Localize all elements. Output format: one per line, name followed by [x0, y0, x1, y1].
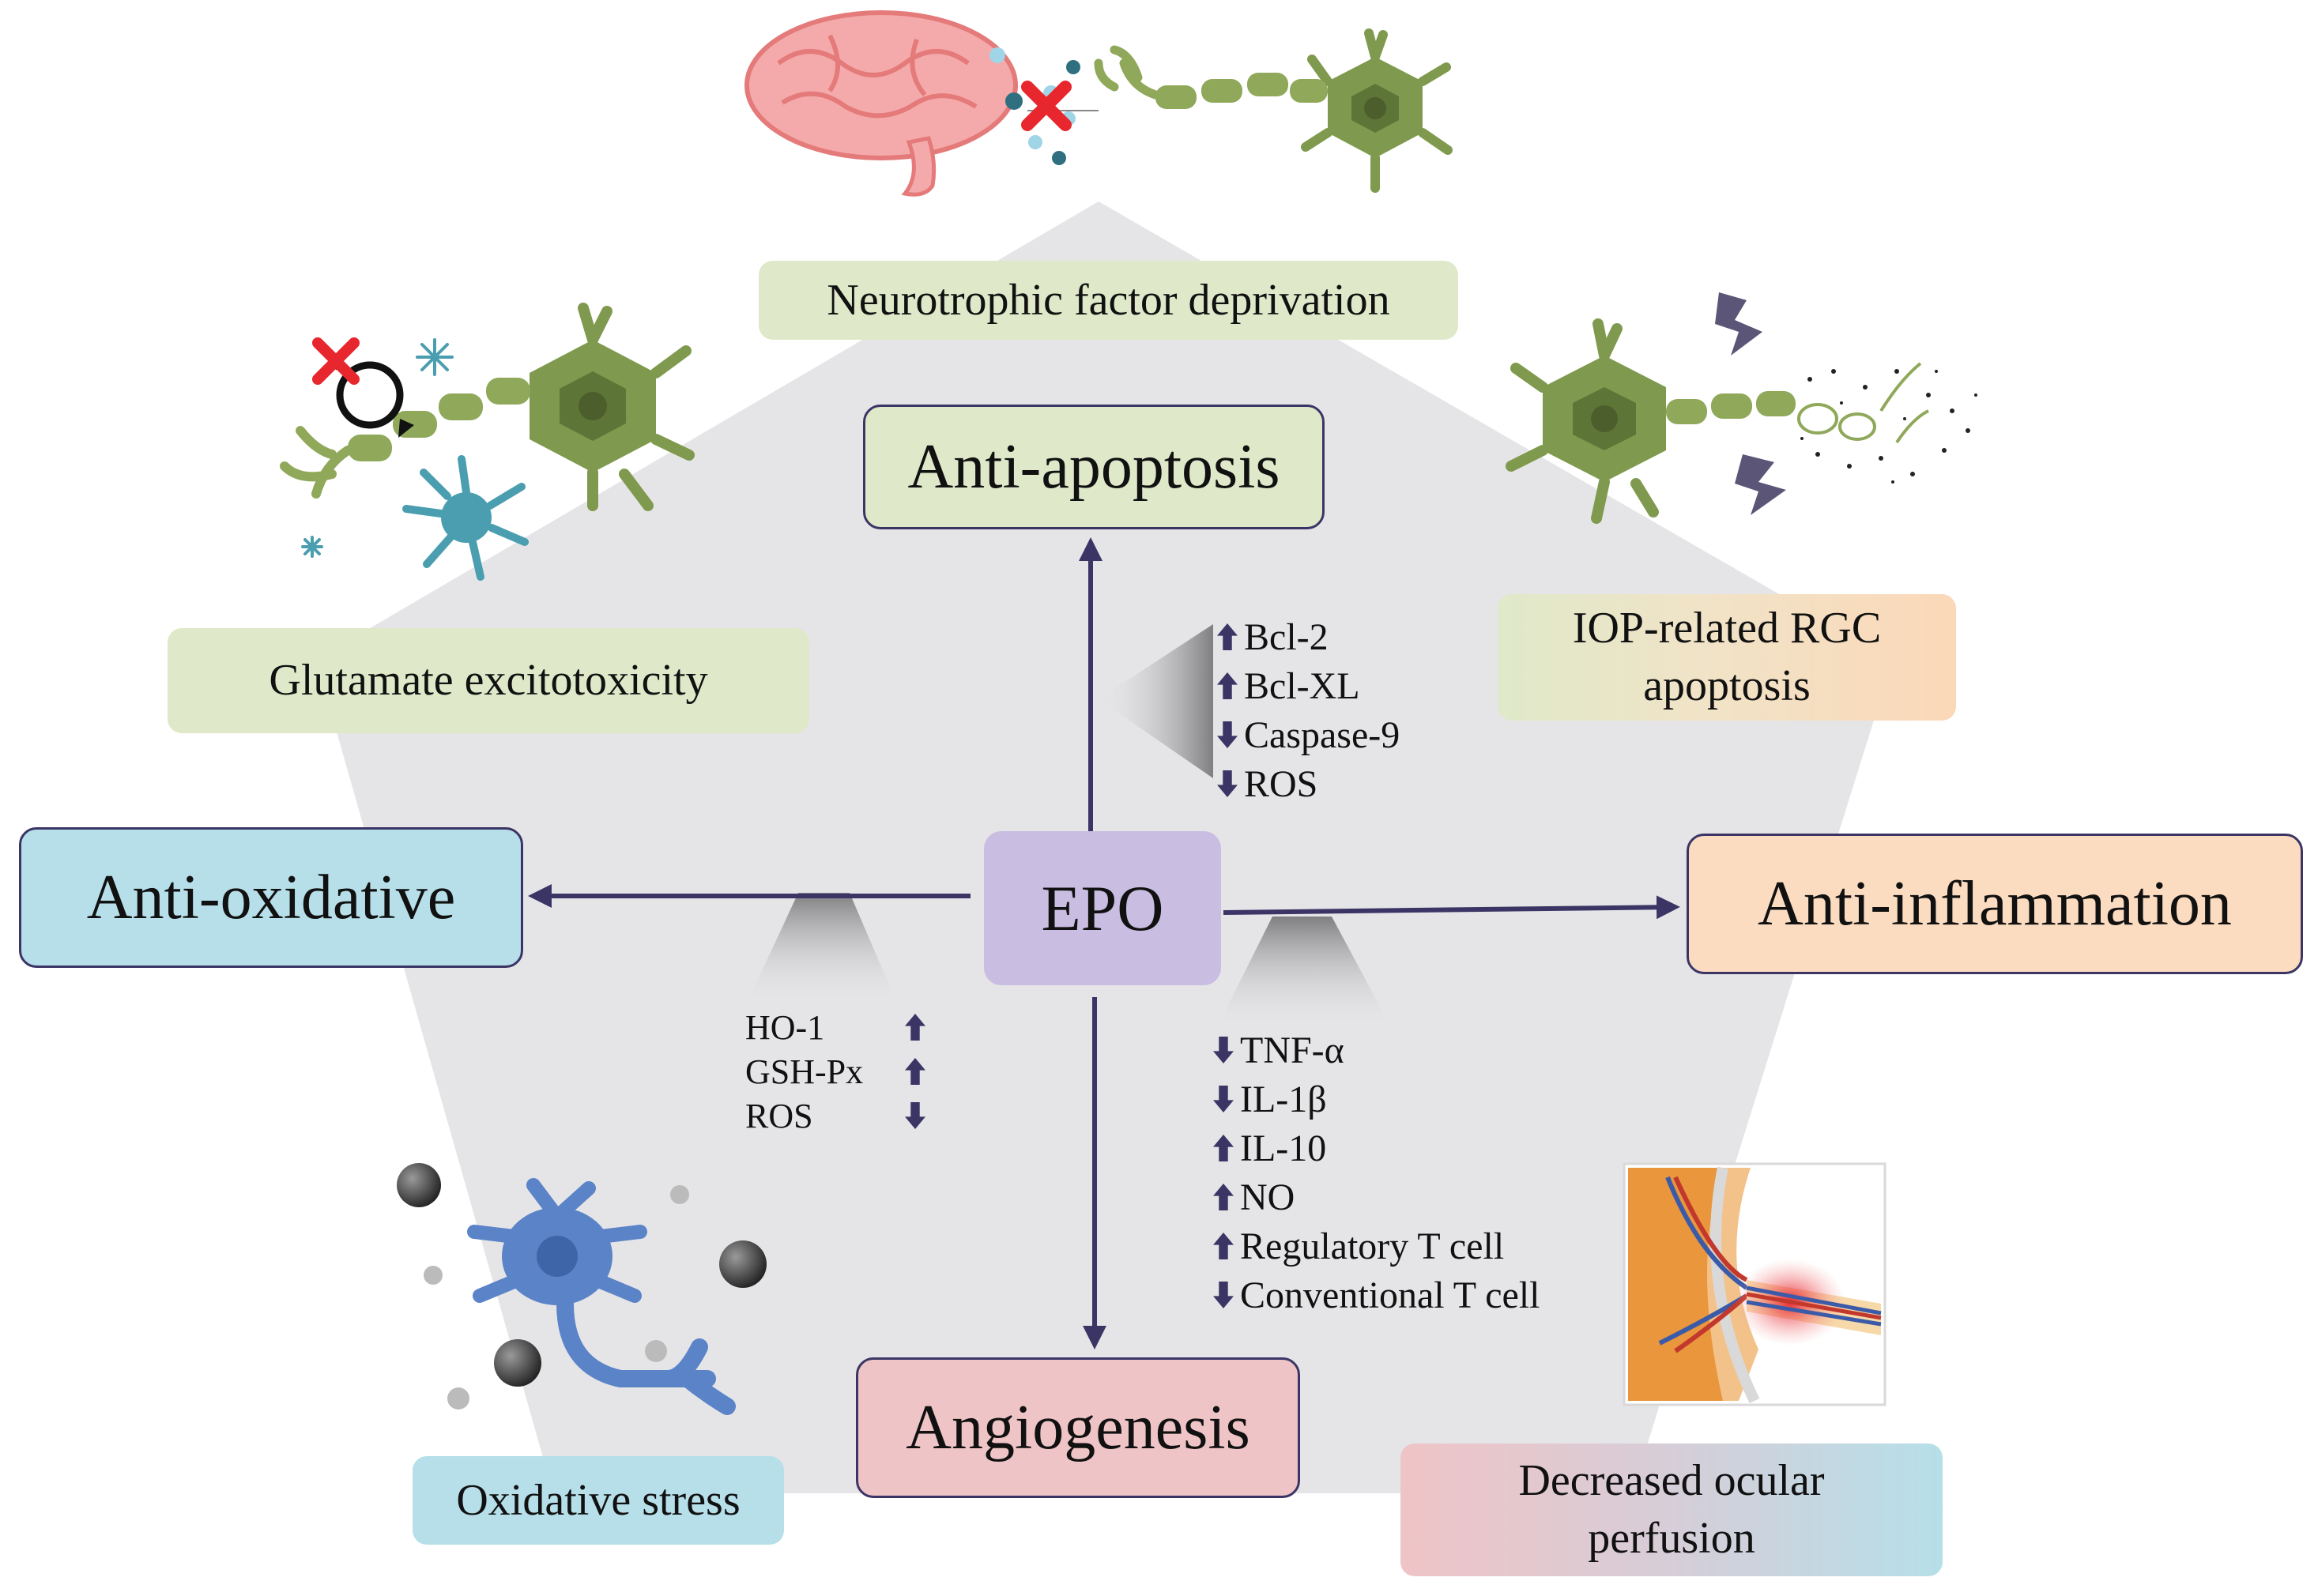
marker-name: Conventional T cell — [1240, 1274, 1540, 1316]
marker-name: HO-1 — [745, 1007, 825, 1047]
brain-icon — [744, 10, 1018, 197]
anti-apoptosis-label: Anti-apoptosis — [907, 431, 1280, 502]
arrow-to-anti-inflammation — [1223, 895, 1680, 920]
marker-name: IL-1β — [1240, 1078, 1327, 1120]
marker-name: Bcl-XL — [1244, 664, 1360, 707]
marker-direction-arrow-icon — [905, 1058, 925, 1085]
marker-direction-arrow-icon — [905, 1102, 925, 1129]
marker-name: Caspase-9 — [1244, 713, 1400, 756]
lightning-icons — [1715, 292, 1786, 515]
marker-name: Regulatory T cell — [1240, 1225, 1505, 1267]
ocular-perfusion-image — [1623, 1162, 1886, 1406]
oxidative-stress-box: Oxidative stress — [413, 1456, 784, 1545]
marker-row: GSH-Px — [745, 1049, 932, 1093]
anti-oxidative-marker-list: HO-1 GSH-Px ROS — [745, 1005, 932, 1138]
marker-row: HO-1 — [745, 1005, 932, 1049]
free-radical-particles — [397, 1163, 767, 1410]
marker-row: Conventional T cell — [1213, 1270, 1540, 1319]
ocular-label-line1: Decreased ocular — [1518, 1456, 1825, 1506]
anti-inflammation-label: Anti-inflammation — [1758, 868, 2232, 939]
oxidative-stress-label: Oxidative stress — [456, 1475, 741, 1525]
marker-row: Caspase-9 — [1217, 710, 1400, 759]
oxidative-marker-fan — [747, 893, 897, 1003]
marker-direction-arrow-icon — [1217, 721, 1238, 748]
anti-inflammation-box: Anti-inflammation — [1687, 834, 2303, 974]
anti-oxidative-box: Anti-oxidative — [19, 827, 523, 968]
marker-direction-arrow-icon — [1213, 1184, 1234, 1210]
marker-name: NO — [1240, 1176, 1295, 1218]
inflammation-marker-fan — [1217, 917, 1391, 1027]
marker-direction-arrow-icon — [1213, 1037, 1234, 1063]
glutamate-excitotoxicity-box: Glutamate excitotoxicity — [168, 628, 809, 733]
anti-apoptosis-marker-list: Bcl-2 Bcl-XL Caspase-9 ROS — [1217, 612, 1400, 808]
decreased-ocular-perfusion-box: Decreased ocular perfusion — [1400, 1444, 1943, 1576]
marker-direction-arrow-icon — [1217, 770, 1238, 797]
marker-row: Regulatory T cell — [1213, 1221, 1540, 1270]
neuron-icon-top — [1094, 28, 1453, 193]
epo-label: EPO — [1041, 871, 1164, 944]
iop-label-line1: IOP-related RGC — [1572, 604, 1882, 653]
marker-name: ROS — [1244, 762, 1318, 805]
blocked-x-icon-top — [1021, 81, 1072, 131]
anti-apoptosis-box: Anti-apoptosis — [863, 405, 1325, 529]
marker-row: IL-10 — [1213, 1124, 1540, 1173]
marker-row: ROS — [745, 1093, 932, 1138]
glutamate-excitotoxicity-label: Glutamate excitotoxicity — [269, 656, 708, 706]
marker-name: Bcl-2 — [1244, 615, 1329, 658]
anti-oxidative-label: Anti-oxidative — [86, 862, 456, 932]
marker-name: TNF-α — [1240, 1029, 1344, 1071]
marker-direction-arrow-icon — [1213, 1282, 1234, 1308]
marker-row: NO — [1213, 1173, 1540, 1221]
blocked-recycle-icon — [312, 337, 414, 438]
marker-direction-arrow-icon — [905, 1014, 925, 1041]
marker-direction-arrow-icon — [1217, 623, 1238, 650]
neurotrophic-deprivation-box: Neurotrophic factor deprivation — [759, 261, 1458, 340]
marker-name: GSH-Px — [745, 1052, 864, 1091]
glutamate-particle-icons — [301, 338, 454, 558]
marker-direction-arrow-icon — [1213, 1233, 1234, 1259]
apoptosis-marker-fan — [1099, 624, 1213, 778]
marker-direction-arrow-icon — [1217, 672, 1238, 699]
marker-name: IL-10 — [1240, 1127, 1327, 1169]
iop-rgc-apoptosis-box: IOP-related RGC apoptosis — [1498, 594, 1956, 721]
marker-row: Bcl-2 — [1217, 612, 1400, 661]
marker-name: ROS — [745, 1096, 813, 1135]
angiogenesis-label: Angiogenesis — [906, 1392, 1250, 1462]
marker-direction-arrow-icon — [1213, 1086, 1234, 1112]
oxidative-stress-cell-icon — [467, 1178, 736, 1415]
anti-inflammation-marker-list: TNF-α IL-1β IL-10 NO Regulatory T cell C… — [1213, 1026, 1540, 1319]
epo-node: EPO — [984, 831, 1221, 985]
marker-row: IL-1β — [1213, 1075, 1540, 1124]
marker-row: Bcl-XL — [1217, 661, 1400, 710]
marker-row: ROS — [1217, 759, 1400, 808]
neurotrophic-deprivation-label: Neurotrophic factor deprivation — [827, 275, 1390, 325]
marker-direction-arrow-icon — [1213, 1135, 1234, 1161]
marker-row: TNF-α — [1213, 1026, 1540, 1075]
ocular-label-line2: perfusion — [1588, 1514, 1755, 1563]
neuron-icon-right — [1506, 318, 1929, 524]
iop-label-line2: apoptosis — [1643, 661, 1811, 710]
angiogenesis-box: Angiogenesis — [856, 1357, 1300, 1498]
apoptotic-debris-dots — [1800, 369, 1977, 484]
astrocyte-icon — [402, 455, 529, 581]
